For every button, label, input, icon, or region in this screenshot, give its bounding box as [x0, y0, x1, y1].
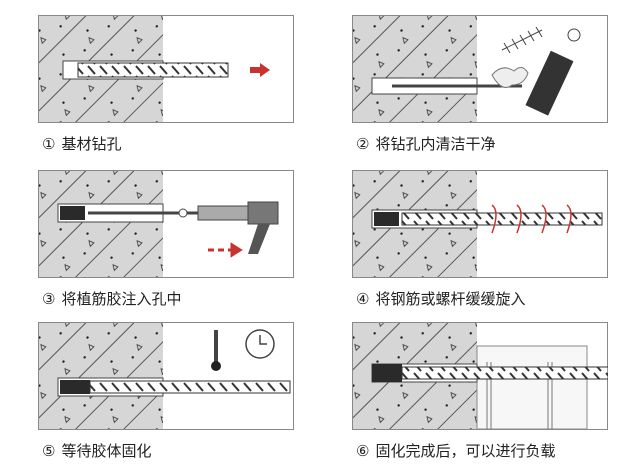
adhesive: [60, 206, 85, 220]
step-label: 等待胶体固化: [61, 442, 152, 460]
cleaning-illustration: [352, 15, 608, 123]
arrow-left-icon: [250, 63, 270, 77]
glue-gun: [197, 205, 249, 221]
step-6: ⑥ 固化完成后，可以进行负载: [352, 322, 608, 461]
step-2: ② 将钻孔内清洁干净: [352, 15, 608, 154]
insert-rebar-illustration: [352, 170, 608, 278]
step-label: 固化完成后，可以进行负载: [375, 442, 556, 460]
loading-illustration: [352, 322, 608, 430]
step-label: 基材钻孔: [61, 135, 122, 153]
rebar: [401, 212, 603, 226]
step-number: ⑥: [356, 442, 370, 460]
step-label: 将钢筋或螺杆缓缓旋入: [375, 290, 526, 308]
step-label: 将植筋胶注入孔中: [61, 290, 182, 308]
rotation-arrows-icon: [491, 204, 572, 234]
step-number: ④: [356, 290, 370, 308]
curing-illustration: [38, 322, 294, 430]
step-5: ⑤ 等待胶体固化: [38, 322, 294, 461]
drill-bit: [77, 62, 229, 78]
step-number: ①: [42, 135, 56, 153]
step-label: 将钻孔内清洁干净: [375, 135, 496, 153]
blower-pump: [525, 50, 574, 116]
step-number: ②: [356, 135, 370, 153]
inject-adhesive-illustration: [38, 170, 294, 278]
rebar: [401, 366, 608, 380]
step-1: ① 基材钻孔: [38, 15, 294, 154]
step-3: ③ 将植筋胶注入孔中: [38, 170, 294, 309]
drilling-illustration: [38, 15, 294, 123]
new-concrete: [476, 345, 588, 430]
arrow-right-icon: [208, 242, 243, 258]
step-4: ④ 将钢筋或螺杆缓缓旋入: [352, 170, 608, 309]
step-number: ③: [42, 290, 56, 308]
thermometer-icon: [214, 330, 218, 362]
step-number: ⑤: [42, 442, 56, 460]
